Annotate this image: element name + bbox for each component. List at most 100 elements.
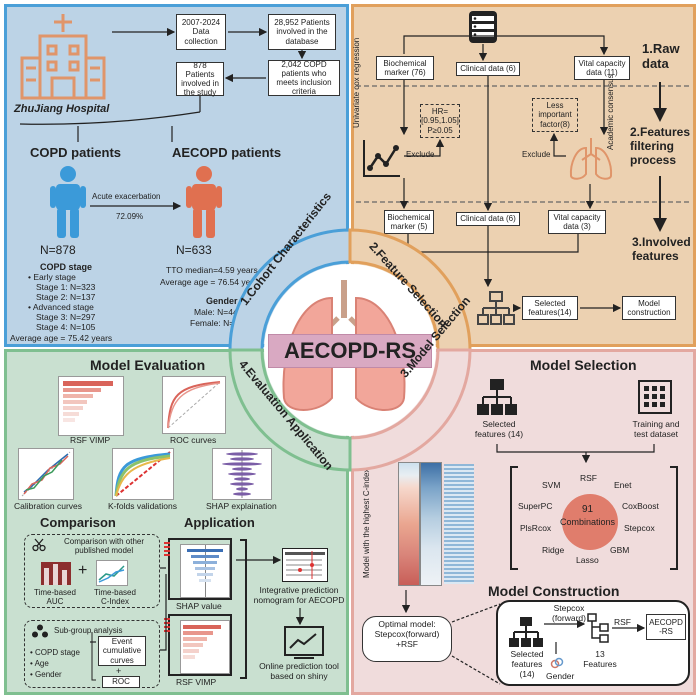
train-test-label: Training and test dataset <box>632 419 680 439</box>
heatmap-column-1 <box>398 462 420 586</box>
mc-stepcox: Stepcox (forward) <box>551 603 586 623</box>
copd-person-icon <box>50 166 86 238</box>
roc-small-box: ROC <box>102 676 140 688</box>
optimal-model-box <box>362 616 452 662</box>
application-title: Application <box>184 515 255 530</box>
copd-title: COPD patients <box>30 145 122 160</box>
copd-stage-line-5: Stage 3: N=297 <box>36 312 96 322</box>
subgroup-icon <box>32 624 48 638</box>
algo-enet: Enet <box>614 480 632 490</box>
aecopd-title: AECOPD patients <box>172 145 282 160</box>
copd-n: N=878 <box>40 243 76 257</box>
heatmap-bars <box>444 464 474 584</box>
heatmap-label: Model with the highest C-index <box>362 468 371 578</box>
model-construction-title: Model Construction <box>488 583 620 599</box>
kfold-thumb <box>112 448 174 500</box>
copd-stage-line-4: • Advanced stage <box>28 302 94 312</box>
features-hierarchy-icon <box>477 379 517 415</box>
optimal-model-text: Optimal model: Stepcox(forward) +RSF <box>374 619 440 649</box>
model-construction-box: Model construction <box>622 296 676 320</box>
mc-output: AECOPD -RS <box>646 614 686 640</box>
trend-chart-icon <box>363 140 400 177</box>
roc-thumb <box>162 376 226 434</box>
subgroup-item-2: • Age <box>30 659 49 668</box>
clinical-sel-box: Clinical data (6) <box>456 212 520 226</box>
rsf-vimp-label: RSF VIMP <box>70 435 111 445</box>
algo-svm: SVM <box>542 480 561 490</box>
patients-study-box: 878 Patients involved in the study <box>176 61 224 97</box>
aecopd-n: N=633 <box>176 243 212 257</box>
mc-selected: Selected features (14) <box>510 649 544 679</box>
comparison-title: Comparison <box>40 515 116 530</box>
biochem-sel-box: Biochemical marker (5) <box>384 210 434 234</box>
model-selection-title: Model Selection <box>530 357 637 373</box>
algo-plsrcox: PlsRcox <box>520 523 552 533</box>
algo-rsf: RSF <box>580 473 597 483</box>
hr-box: HR= [0.95,1.05] P≥0.05 <box>420 104 460 138</box>
rsf-vimp2-frame <box>164 614 232 676</box>
nomogram-icon <box>282 548 328 582</box>
center-ring <box>228 228 472 472</box>
copd-stage-line-2: Stage 1: N=323 <box>36 282 96 292</box>
mc-rsf: RSF <box>614 617 631 627</box>
shap-value-label: SHAP value <box>176 601 222 611</box>
tto-median: TTO median=4.59 years <box>166 265 258 275</box>
calibration-label: Calibration curves <box>14 501 83 511</box>
online-tool-icon <box>284 626 324 659</box>
step-involved: 3.Involved features <box>632 235 691 263</box>
kfold-label: K-folds validations <box>108 501 177 511</box>
subgroup-item-3: • Gender <box>30 670 62 679</box>
patients-total-box: 28,952 Patients involved in the database <box>268 14 336 50</box>
nomogram-label: Integrative prediction nomogram for AECO… <box>253 585 345 605</box>
database-icon <box>469 11 497 43</box>
gender-male: Male: N=445 <box>194 307 243 317</box>
less-important-box: Less important factor(8) <box>532 98 578 132</box>
clinical-raw-box: Clinical data (6) <box>456 62 520 76</box>
algo-lasso: Lasso <box>576 555 599 565</box>
shap-label: SHAP explaination <box>206 501 277 511</box>
gender-icon <box>550 657 564 669</box>
hospital-icon <box>20 14 106 100</box>
shap-thumb <box>212 448 272 500</box>
subgroup-item-1: • COPD stage <box>30 648 80 657</box>
time-cindex-label: Time-based C-Index <box>94 588 136 607</box>
scissors-icon <box>32 538 46 552</box>
subgroup-box <box>24 620 160 688</box>
gender-female: Female: N=188 <box>190 318 249 328</box>
center-title: AECOPD-RS <box>283 338 416 363</box>
roc-label: ROC curves <box>170 435 217 445</box>
biochem-raw-box: Biochemical marker (76) <box>376 56 434 80</box>
transition-label: Acute exacerbation <box>92 192 161 201</box>
patients-criteria-box: 2,042 COPD patients who meets inclusion … <box>268 60 340 96</box>
comparison-desc: Comparison with other published model <box>63 537 145 556</box>
dataset-grid-icon <box>638 380 672 414</box>
aecopd-avg-age: Average age = 76.54 years <box>160 277 263 287</box>
rsf-vimp2-label: RSF VIMP <box>176 677 217 687</box>
combinations-circle <box>562 494 618 550</box>
algo-stepcox: Stepcox <box>624 523 655 533</box>
copd-stage-line-7: Average age = 75.42 years <box>10 333 113 343</box>
comparison-box <box>24 534 160 608</box>
rsf-vimp-thumb <box>58 376 124 436</box>
time-auc-label: Time-based AUC <box>34 588 76 607</box>
mc-thirteen: 13 Features <box>583 649 617 669</box>
step-filtering: 2.Features filtering process <box>630 125 691 167</box>
algo-superpc: SuperPC <box>518 501 553 511</box>
auc-bars-icon <box>41 562 71 585</box>
calibration-thumb <box>18 448 74 500</box>
combinations-bracket <box>510 466 678 570</box>
mc-gender: Gender <box>546 671 575 681</box>
plus-small: + <box>116 666 122 676</box>
combinations-n: 91 <box>582 504 594 515</box>
title-banner <box>268 334 432 368</box>
copd-stage-line-3: Stage 2: N=137 <box>36 292 96 302</box>
event-curves-box: Event cumulative curves <box>98 636 146 666</box>
lungs-outline-icon <box>569 138 613 180</box>
step-raw-data: 1.Raw data <box>642 41 680 71</box>
copd-stage-line-1: • Early stage <box>28 272 76 282</box>
algo-coxboost: CoxBoost <box>622 501 659 511</box>
aecopd-person-icon <box>186 166 222 238</box>
copd-stage-title: COPD stage <box>40 262 93 272</box>
transition-rate: 72.09% <box>116 212 144 221</box>
